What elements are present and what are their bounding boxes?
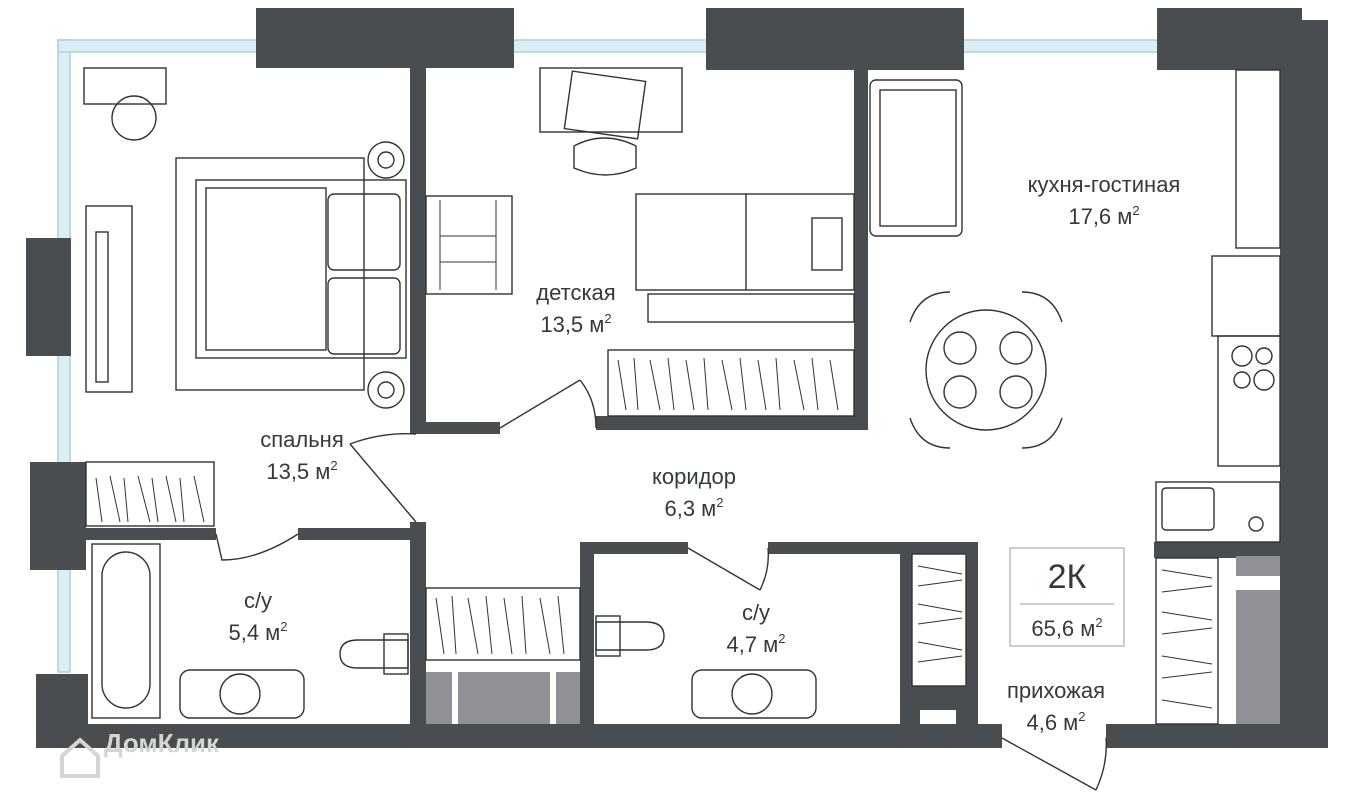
vanity-table xyxy=(83,67,167,141)
bedroom-name: спальня xyxy=(260,427,344,452)
sofa xyxy=(869,79,963,237)
kitchen-counter xyxy=(1155,69,1281,543)
corridor-area: 6,3 м2 xyxy=(664,495,723,521)
kitchen-name: кухня-гостиная xyxy=(1028,172,1181,197)
wardrobes xyxy=(85,349,1219,725)
bed xyxy=(175,141,407,409)
toilet-1 xyxy=(339,633,409,675)
kids-bed xyxy=(635,193,855,323)
doors xyxy=(215,379,1107,791)
kids-desk xyxy=(539,67,683,176)
hall-area: 4,6 м2 xyxy=(1026,709,1085,735)
corridor-name: коридор xyxy=(652,464,736,489)
toilet-2 xyxy=(595,615,665,657)
wall-bars xyxy=(425,195,513,295)
bath2-name: с/у xyxy=(742,600,770,625)
kitchen-area: 17,6 м2 xyxy=(1068,203,1139,229)
hall-name: прихожая xyxy=(1007,678,1105,703)
kids-area: 13,5 м2 xyxy=(540,311,611,337)
dining-set xyxy=(909,291,1063,449)
sink-1 xyxy=(179,669,305,719)
watermark-text: ДомКлик xyxy=(104,728,220,758)
apartment-total-area: 65,6 м2 xyxy=(1031,615,1102,641)
walls xyxy=(26,8,1328,748)
house-icon xyxy=(60,737,100,778)
storage-fills xyxy=(426,556,1280,724)
bedroom-area: 13,5 м2 xyxy=(266,458,337,484)
apartment-type: 2К xyxy=(1048,558,1087,596)
bathtub xyxy=(91,543,161,719)
dresser xyxy=(85,205,133,393)
watermark: ДомКлик xyxy=(60,728,220,778)
bath2-area: 4,7 м2 xyxy=(726,631,785,657)
apartment-badge: 2К 65,6 м2 xyxy=(1009,547,1125,647)
bath1-area: 5,4 м2 xyxy=(228,619,287,645)
kids-name: детская xyxy=(536,280,615,305)
room-labels: спальня 13,5 м2 детская 13,5 м2 кухня-го… xyxy=(228,172,1180,735)
sink-2 xyxy=(691,669,817,719)
bath1-name: с/у xyxy=(244,588,272,613)
